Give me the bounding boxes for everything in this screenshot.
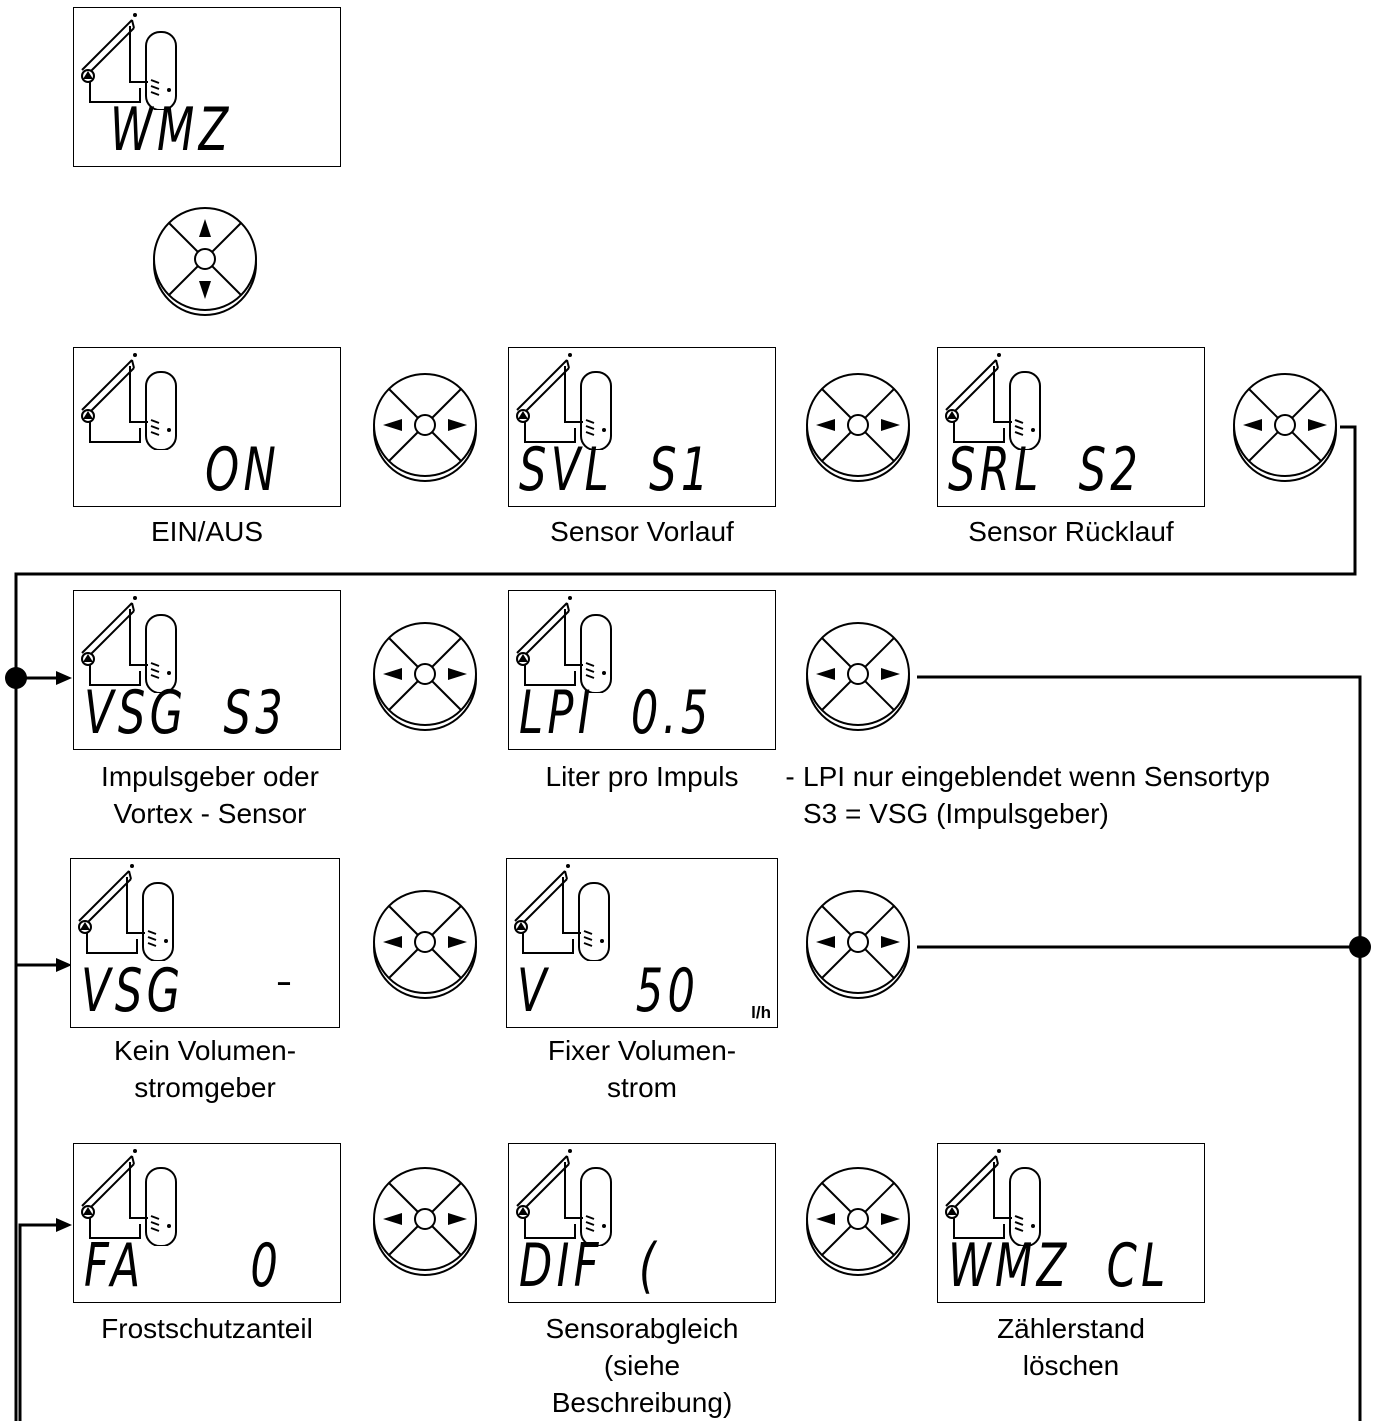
- solar-collector-tank-icon: [81, 13, 177, 110]
- caption-zaehlerstand-loeschen: Zählerstand löschen: [997, 1313, 1145, 1381]
- solar-collector-tank-icon: [945, 1149, 1041, 1246]
- navigation-pad-left-right-icon[interactable]: [803, 1167, 913, 1277]
- solar-collector-tank-icon: [516, 1149, 612, 1246]
- caption-fixer-volumenstrom: Fixer Volumen- strom: [547, 1035, 737, 1103]
- solar-collector-tank-icon: [81, 353, 177, 450]
- lpi-dash: -: [785, 761, 795, 792]
- navigation-pad-left-right-icon[interactable]: [370, 1167, 480, 1277]
- display-text: LPI 0.5: [519, 678, 713, 748]
- caption-sensor-vorlauf: Sensor Vorlauf: [550, 516, 734, 547]
- solar-collector-tank-icon: [945, 353, 1041, 450]
- lcd-screen-wmz-cl: WMZ CL: [937, 1143, 1205, 1303]
- caption-sensorabgleich: Sensorabgleich (siehe Beschreibung): [545, 1313, 739, 1418]
- caption-frostschutzanteil: Frostschutzanteil: [101, 1313, 313, 1344]
- solar-collector-tank-icon: [78, 864, 174, 961]
- lcd-screen-vsg-none: VSG --: [70, 858, 340, 1028]
- solar-collector-tank-icon: [81, 596, 177, 693]
- lpi-note: LPI nur eingeblendet wenn Sensortyp S3 =…: [803, 761, 1270, 829]
- display-text: SVL S1: [519, 435, 713, 505]
- caption-ein-aus: EIN/AUS: [150, 516, 264, 547]
- display-text: FA: [84, 1231, 145, 1301]
- lcd-screen-v-fixed: V 50 l/h: [506, 858, 778, 1028]
- lcd-screen-svl: SVL S1: [508, 347, 776, 507]
- navigation-pad-left-right-icon[interactable]: [1230, 373, 1340, 483]
- solar-collector-tank-icon: [81, 1149, 177, 1246]
- caption-sensor-ruecklauf: Sensor Rücklauf: [968, 516, 1174, 547]
- display-text: WMZ: [110, 95, 233, 165]
- display-text: SRL S2: [948, 435, 1143, 505]
- navigation-pad-left-right-icon[interactable]: [370, 890, 480, 1000]
- solar-collector-tank-icon: [516, 596, 612, 693]
- display-text: VSG: [81, 956, 185, 1026]
- navigation-pad-left-right-icon[interactable]: [803, 373, 913, 483]
- display-unit: l/h: [751, 1003, 771, 1022]
- display-value: 50: [635, 956, 699, 1026]
- solar-collector-tank-icon: [516, 353, 612, 450]
- navigation-pad-left-right-icon[interactable]: [803, 890, 913, 1000]
- display-text: VSG S3: [84, 678, 288, 748]
- lcd-screen-on: ON: [73, 347, 341, 507]
- display-value: --: [277, 969, 291, 996]
- lcd-screen-srl: SRL S2: [937, 347, 1205, 507]
- caption-kein-volumenstromgeber: Kein Volumen- stromgeber: [113, 1035, 297, 1103]
- display-value: 0: [250, 1231, 282, 1301]
- lcd-screen-lpi: LPI 0.5: [508, 590, 776, 750]
- display-text: ON: [205, 435, 280, 505]
- caption-impulsgeber: Impulsgeber oder Vortex - Sensor: [101, 761, 319, 829]
- lcd-screen-dif: DIF (: [508, 1143, 776, 1303]
- display-text: DIF (: [519, 1231, 661, 1301]
- lcd-screen-wmz: WMZ: [73, 7, 341, 167]
- caption-liter-pro-impuls: Liter pro Impuls: [545, 761, 739, 792]
- display-text: WMZ CL: [948, 1231, 1170, 1301]
- solar-collector-tank-icon: [514, 864, 610, 961]
- lcd-screen-vsg-s3: VSG S3: [73, 590, 341, 750]
- navigation-pad-up-down-icon[interactable]: [150, 207, 260, 317]
- lcd-screen-fa: FA 0: [73, 1143, 341, 1303]
- navigation-pad-left-right-icon[interactable]: [370, 373, 480, 483]
- display-text: V: [517, 956, 551, 1026]
- navigation-pad-left-right-icon[interactable]: [803, 622, 913, 732]
- navigation-pad-left-right-icon[interactable]: [370, 622, 480, 732]
